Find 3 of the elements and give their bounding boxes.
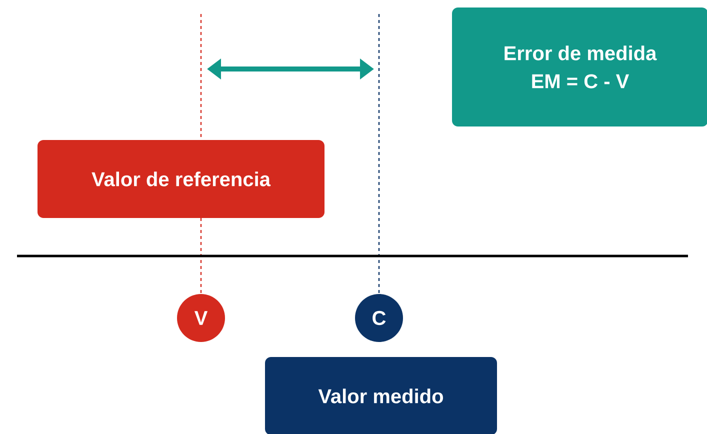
measured-box: Valor medido bbox=[265, 357, 497, 434]
reference-box: Valor de referencia bbox=[38, 140, 324, 218]
result-box: Error de medida EM = C - V bbox=[452, 8, 707, 126]
